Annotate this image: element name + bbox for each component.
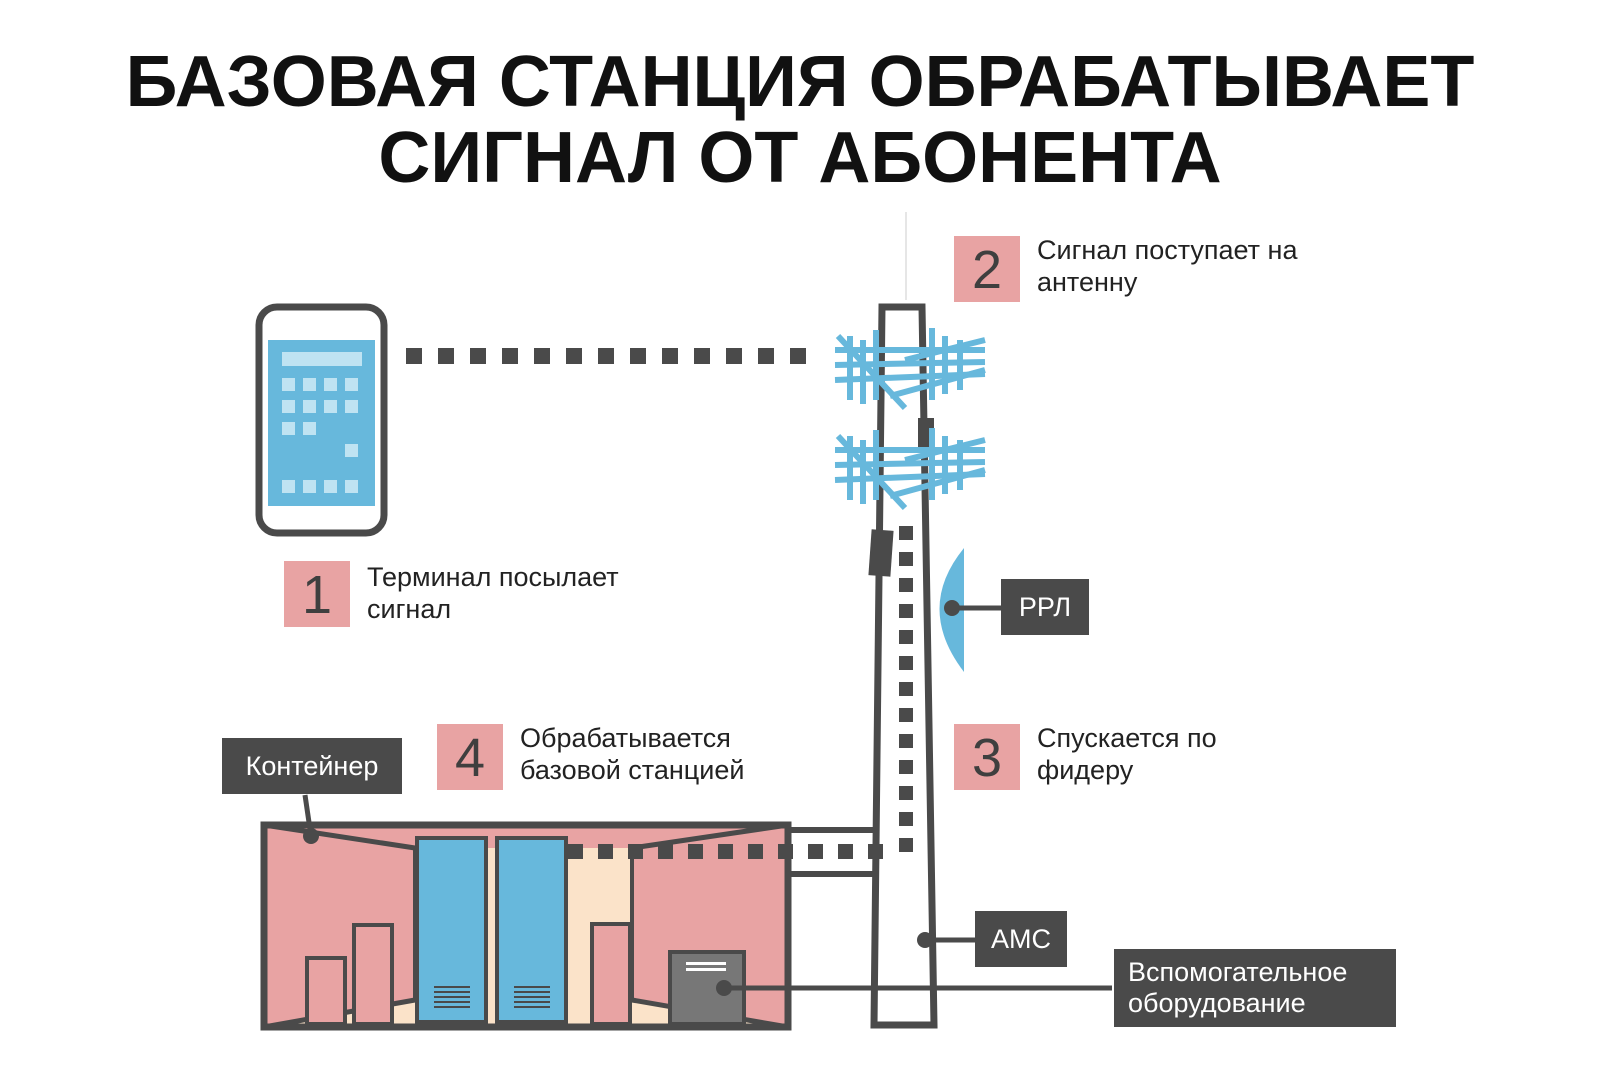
cable-tray (568, 827, 883, 877)
equipment-block-tall (352, 923, 394, 1026)
step-2-text: Сигнал поступает на антенну (1037, 234, 1297, 298)
equipment-block-small (305, 956, 347, 1026)
auxiliary-equipment-label: Вспомогательное оборудование (1114, 949, 1396, 1027)
antenna-icon-upper (834, 328, 986, 411)
ams-connector (917, 932, 980, 948)
step-4-text: Обрабатывается базовой станцией (520, 722, 744, 786)
step-3-line-2: фидеру (1037, 755, 1134, 785)
step-3-badge: 3 (954, 724, 1020, 790)
tower-mast (868, 303, 938, 1029)
aux-label-line-2: оборудование (1128, 988, 1306, 1018)
ams-label: АМС (975, 911, 1067, 967)
title-line-2: СИГНАЛ ОТ АБОНЕНТА (378, 118, 1222, 198)
step-1-line-2: сигнал (367, 594, 452, 624)
step-4-line-1: Обрабатывается (520, 723, 731, 753)
rrl-dish-icon (939, 548, 1005, 672)
step-1-line-1: Терминал посылает (367, 562, 619, 592)
container-label: Контейнер (222, 738, 402, 794)
page-title: БАЗОВАЯ СТАНЦИЯ ОБРАБАТЫВАЕТ СИГНАЛ ОТ А… (0, 44, 1600, 196)
phone-icon (255, 303, 388, 537)
step-1-text: Терминал посылает сигнал (367, 561, 619, 625)
step-4-badge: 4 (437, 724, 503, 790)
step-2-badge: 2 (954, 236, 1020, 302)
step-4-line-2: базовой станцией (520, 755, 745, 785)
equipment-block-right (590, 922, 632, 1026)
server-rack-1 (415, 836, 488, 1024)
step-2-line-2: антенну (1037, 267, 1138, 297)
antenna-icon-lower (834, 428, 986, 511)
signal-dotted-line (406, 348, 806, 364)
step-3-line-1: Спускается по (1037, 723, 1217, 753)
rrl-label: РРЛ (1001, 579, 1089, 635)
step-3-text: Спускается по фидеру (1037, 722, 1217, 786)
container-illustration (260, 794, 792, 1031)
step-1-badge: 1 (284, 561, 350, 627)
aux-label-line-1: Вспомогательное (1128, 957, 1348, 987)
server-rack-2 (495, 836, 568, 1024)
step-2-line-1: Сигнал поступает на (1037, 235, 1298, 265)
feeder-dotted-line (899, 526, 913, 852)
title-line-1: БАЗОВАЯ СТАНЦИЯ ОБРАБАТЫВАЕТ (125, 42, 1475, 122)
